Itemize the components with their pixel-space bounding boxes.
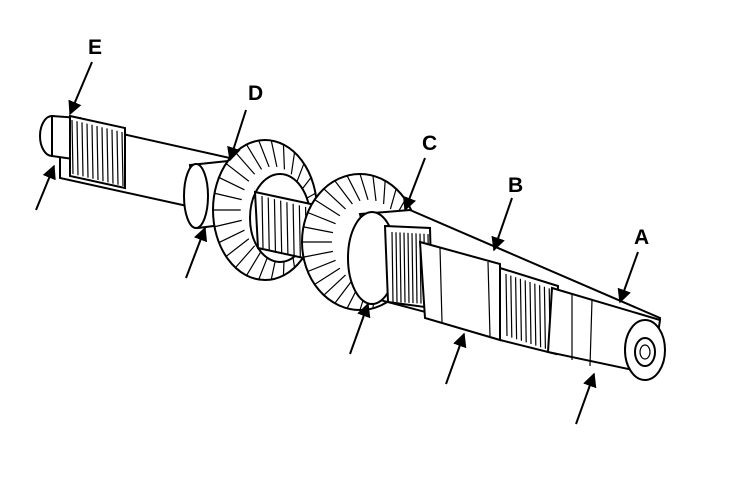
leader-a [617, 251, 639, 304]
hatch-line [395, 232, 398, 303]
label-e: E [88, 36, 102, 59]
arrow-c-lower [349, 302, 371, 355]
hatch-line [296, 163, 305, 182]
arrow-e-lower [35, 164, 56, 211]
hatch-line [383, 180, 386, 205]
leader-d [227, 109, 247, 162]
hatch-line [273, 199, 277, 252]
hatch-line [106, 128, 109, 183]
arrow-a-lower [575, 372, 597, 425]
hatch-line [214, 219, 242, 228]
label-c: C [422, 132, 437, 155]
hatch-line [292, 203, 295, 256]
hatch-line [298, 205, 301, 258]
hatch-line [101, 127, 104, 182]
hatch-line [303, 250, 334, 258]
hatch-line [372, 175, 377, 201]
label-d: D [248, 82, 263, 105]
hatch-line [270, 140, 278, 168]
hatch-line [411, 233, 414, 304]
leader-b [491, 197, 513, 252]
hatch-line [116, 130, 119, 185]
label-b: B [508, 174, 523, 197]
hatch-line [246, 144, 263, 170]
hatch-line [359, 173, 369, 201]
hatch-line [307, 259, 336, 273]
left-spline-end [39, 114, 126, 190]
hatch-line [225, 163, 250, 182]
hatch-line [399, 232, 402, 303]
hatch-line [539, 285, 542, 348]
hatch-line [267, 197, 270, 250]
hatch-line [246, 250, 263, 276]
leader-c [402, 157, 426, 212]
hatch-line [391, 231, 394, 303]
arrow-d-lower [185, 226, 208, 279]
hatch-line [225, 238, 250, 257]
hatch-line [307, 211, 336, 225]
hatch-line [86, 123, 89, 178]
hatch-line [286, 202, 289, 255]
hatch-line [505, 273, 508, 337]
hatch-line [415, 233, 418, 304]
hatch-line [235, 245, 256, 269]
hatch-line [301, 177, 312, 191]
hatch-line [515, 277, 518, 340]
hatch-line [76, 121, 79, 176]
hatch-line [121, 131, 124, 187]
hatch-line [407, 232, 410, 303]
hatch-line [91, 124, 94, 179]
hatch-line [96, 125, 99, 181]
hatch-line [81, 122, 84, 177]
hatch-line [218, 176, 245, 191]
hatch-line [111, 129, 114, 184]
hatch-line [214, 192, 242, 201]
hatch-line [218, 229, 245, 244]
leader-lines [35, 61, 639, 425]
hatch-line [403, 232, 406, 303]
hatch-line [389, 188, 397, 210]
hatch-line [534, 283, 537, 346]
label-a: A [634, 226, 649, 249]
hatch-line [346, 175, 361, 202]
arrow-b-lower [445, 332, 467, 385]
hatch-line [280, 200, 283, 253]
hatch-line [282, 144, 286, 170]
hatch-line [290, 152, 296, 175]
hatch-line [334, 180, 353, 205]
hatch-line [334, 279, 353, 304]
hatch-line [261, 195, 264, 249]
hatch-line [529, 281, 532, 345]
hatch-line [323, 188, 346, 210]
hatch-line [323, 274, 346, 296]
main-shaft [347, 208, 666, 381]
hatch-line [519, 278, 522, 341]
hatch-line [314, 199, 341, 217]
hatch-line [543, 286, 546, 349]
hatch-line [71, 119, 74, 175]
hatch-line [258, 140, 270, 168]
hatch-line [303, 226, 334, 234]
hatch-line [524, 280, 527, 343]
hatch-line [510, 275, 513, 338]
leader-e [68, 61, 93, 116]
hatch-line [314, 267, 341, 285]
